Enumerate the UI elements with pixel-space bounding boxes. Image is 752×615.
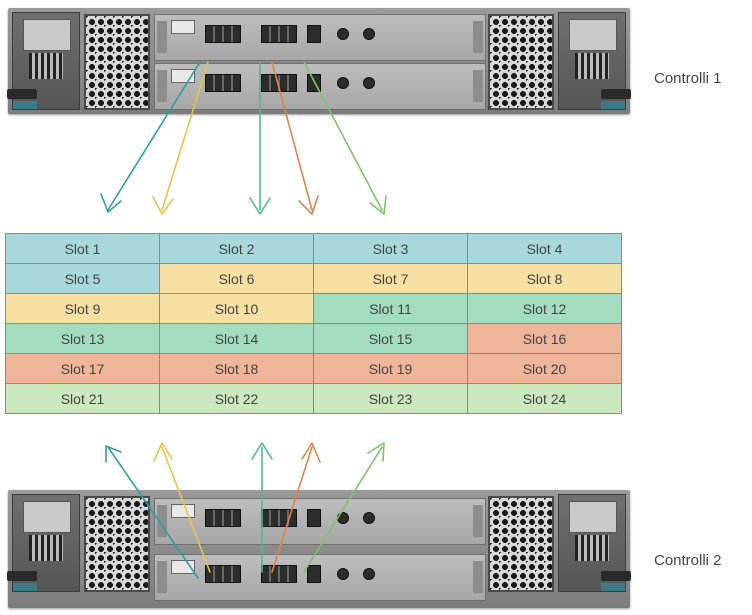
mgmt-port — [307, 565, 321, 583]
slot-cell: Slot 4 — [467, 233, 622, 264]
slot-cell: Slot 20 — [467, 353, 622, 384]
psu-release-tab — [13, 583, 37, 591]
controller-tag — [171, 560, 195, 574]
status-led — [363, 28, 375, 40]
controller-latch — [473, 561, 483, 593]
psu-label-plate — [569, 19, 617, 51]
psu-release-tab — [601, 101, 625, 109]
mgmt-port — [307, 25, 321, 43]
slot-cell: Slot 16 — [467, 323, 622, 354]
storage-chassis-bottom — [7, 490, 631, 608]
slot-cell: Slot 24 — [467, 383, 622, 414]
sas-port — [205, 74, 241, 92]
slot-cell: Slot 14 — [159, 323, 314, 354]
psu-vent — [575, 535, 609, 561]
sas-port — [205, 565, 241, 583]
slot-cell: Slot 23 — [313, 383, 468, 414]
controller-latch — [157, 21, 167, 53]
psu-release-tab — [601, 583, 625, 591]
sas-port — [205, 25, 241, 43]
sas-port — [261, 565, 297, 583]
sas-port — [261, 25, 297, 43]
fan-grille-right — [488, 496, 554, 592]
slot-cell: Slot 5 — [5, 263, 160, 294]
slot-cell: Slot 12 — [467, 293, 622, 324]
slot-cell: Slot 10 — [159, 293, 314, 324]
slot-cell: Slot 1 — [5, 233, 160, 264]
psu-vent — [29, 535, 63, 561]
controller-latch — [473, 21, 483, 53]
sas-port — [205, 509, 241, 527]
status-led — [337, 568, 349, 580]
controller-latch — [157, 561, 167, 593]
fan-grille-left — [84, 496, 150, 592]
psu-handle — [601, 89, 631, 99]
slot-cell: Slot 2 — [159, 233, 314, 264]
power-supply-right — [558, 12, 631, 110]
controller-latch — [473, 70, 483, 102]
status-led — [363, 512, 375, 524]
psu-release-tab — [13, 101, 37, 109]
psu-handle — [7, 571, 37, 581]
status-led — [337, 512, 349, 524]
controller-latch — [473, 505, 483, 537]
psu-label-plate — [569, 501, 617, 533]
controller-2-label: Controlli 2 — [654, 552, 722, 569]
status-led — [337, 77, 349, 89]
controller-latch — [157, 505, 167, 537]
slot-cell: Slot 9 — [5, 293, 160, 324]
status-led — [363, 568, 375, 580]
slot-cell: Slot 3 — [313, 233, 468, 264]
fan-grille-right — [488, 14, 554, 110]
slot-cell: Slot 8 — [467, 263, 622, 294]
slot-cell: Slot 17 — [5, 353, 160, 384]
fan-grille-left — [84, 14, 150, 110]
slot-cell: Slot 13 — [5, 323, 160, 354]
slot-cell: Slot 6 — [159, 263, 314, 294]
power-supply-left — [7, 12, 80, 110]
slot-cell: Slot 19 — [313, 353, 468, 384]
slot-cell: Slot 22 — [159, 383, 314, 414]
slot-cell: Slot 11 — [313, 293, 468, 324]
psu-handle — [601, 571, 631, 581]
status-led — [337, 28, 349, 40]
controller-module-b — [154, 63, 486, 110]
controller-tag — [171, 69, 195, 83]
slot-cell: Slot 18 — [159, 353, 314, 384]
controller-module-b — [154, 554, 486, 601]
sas-port — [261, 509, 297, 527]
psu-handle — [7, 89, 37, 99]
status-led — [363, 77, 375, 89]
controller-module-a — [154, 498, 486, 545]
controller-module-a — [154, 14, 486, 61]
psu-label-plate — [23, 19, 71, 51]
controller-latch — [157, 70, 167, 102]
psu-vent — [29, 53, 63, 79]
slot-cell: Slot 7 — [313, 263, 468, 294]
psu-label-plate — [23, 501, 71, 533]
controller-tag — [171, 20, 195, 34]
psu-vent — [575, 53, 609, 79]
controller-1-label: Controlli 1 — [654, 70, 722, 87]
power-supply-left — [7, 494, 80, 592]
slot-cell: Slot 15 — [313, 323, 468, 354]
mgmt-port — [307, 74, 321, 92]
power-supply-right — [558, 494, 631, 592]
storage-chassis-top — [7, 8, 631, 114]
sas-port — [261, 74, 297, 92]
slot-cell: Slot 21 — [5, 383, 160, 414]
mgmt-port — [307, 509, 321, 527]
controller-tag — [171, 504, 195, 518]
